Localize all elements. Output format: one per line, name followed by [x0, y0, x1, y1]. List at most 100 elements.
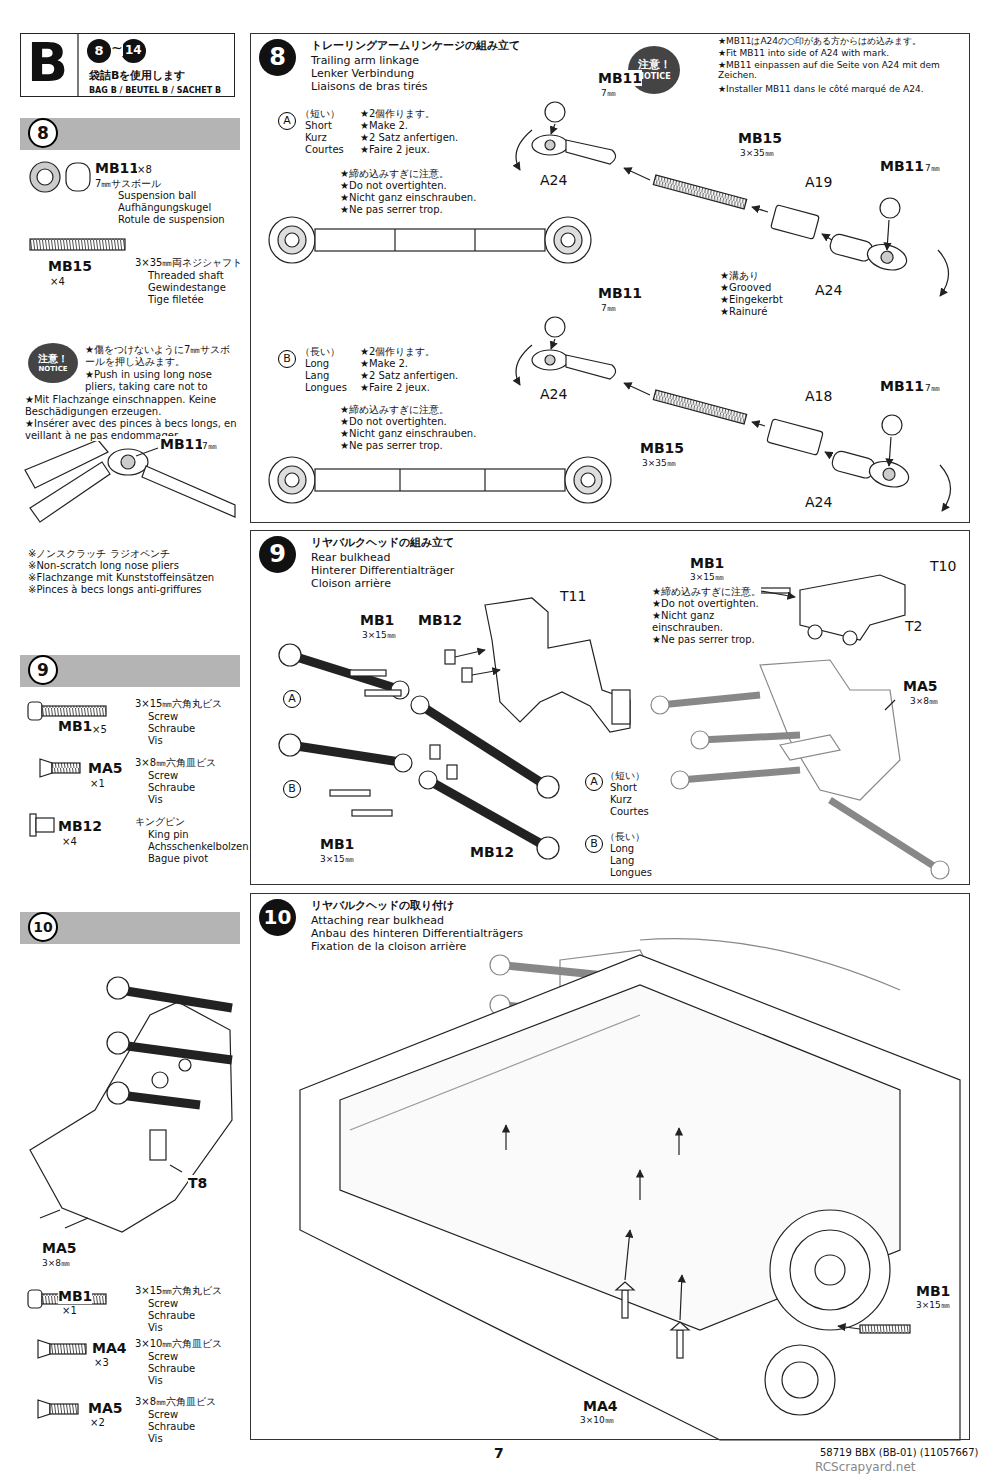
step-range-circle: 14 [121, 39, 146, 63]
label: ★MB11 einpassen auf die Seite von A24 mi… [718, 60, 968, 81]
label: ★Rainuré [720, 306, 767, 318]
label: Short [610, 782, 637, 794]
label: ★Nicht ganz einschrauben. [340, 428, 476, 440]
label: ※ノンスクラッチ ラジオペンチ [28, 548, 170, 560]
label: 7㎜ [202, 441, 217, 451]
label: King pin [148, 829, 189, 841]
label: Screw [148, 1351, 178, 1363]
node-text: 8 [269, 44, 286, 72]
bag-header: B袋詰Bを使用しますBAG B / BEUTEL B / SACHET B814 [20, 33, 235, 97]
label: T11 [560, 588, 586, 604]
label: 7㎜ [925, 383, 940, 393]
label: ★Installer MB11 dans le côté marqué de A… [718, 84, 968, 94]
part-code: MA5 [42, 1240, 77, 1256]
label: Suspension ball [118, 190, 196, 202]
circled-letter: B [278, 350, 296, 368]
label: Schraube [148, 723, 195, 735]
label: A18 [805, 388, 832, 404]
label: Screw [148, 711, 178, 723]
node-text: Attaching rear bulkhead [311, 915, 444, 928]
node-text: Rear bulkhead [311, 552, 391, 565]
label: ★Do not overtighten. [340, 180, 447, 192]
node-text: NOTICE [38, 365, 67, 373]
label: T10 [930, 558, 956, 574]
node-text: Cloison arrière [311, 578, 391, 591]
label: Screw [148, 1409, 178, 1421]
label: ×1 [90, 778, 105, 790]
label: ※Flachzange mit Kunststoffeinsätzen [28, 572, 214, 584]
label: ×5 [92, 724, 107, 736]
label: Short [305, 120, 332, 132]
node-text: 注意！ [638, 59, 671, 72]
label: Vis [148, 1375, 163, 1387]
label: Rotule de suspension [118, 214, 225, 226]
label: ★Faire 2 jeux. [360, 144, 430, 156]
notice-badge: 注意！NOTICE [28, 343, 78, 383]
label: Kurz [305, 132, 327, 144]
label: Screw [148, 1298, 178, 1310]
label: 7㎜サスボール [95, 178, 161, 190]
node-text: 14 [125, 44, 142, 58]
label: Schraube [148, 1363, 195, 1375]
node-text: Liaisons de bras tirés [311, 81, 428, 94]
label: ★締め込みすぎに注意。 [340, 404, 449, 416]
node-text: NOTICE [637, 72, 670, 81]
node-text: 袋詰Bを使用します [89, 70, 185, 83]
label: 58719 BBX (BB-01) (11057667) [820, 1447, 978, 1459]
label: Vis [148, 794, 163, 806]
part-code: MA4 [583, 1398, 618, 1414]
part-code: MB11 [880, 378, 924, 394]
label: ★Make 2. [360, 358, 408, 370]
node-text: リヤバルクヘッドの取り付け [311, 900, 454, 913]
label: ×4 [50, 276, 65, 288]
label: ★Insérer avec des pinces à becs longs, e… [25, 418, 240, 441]
step-number: 10 [259, 899, 296, 936]
node-text: Lenker Verbindung [311, 68, 414, 81]
label: ※Non-scratch long nose pliers [28, 560, 179, 572]
label: Longues [610, 867, 652, 879]
label: Vis [148, 1433, 163, 1445]
part-code: MA5 [88, 760, 123, 776]
label: ~ [111, 40, 123, 56]
circled-letter: B [283, 780, 301, 798]
label: ★Do not overtighten. [652, 598, 759, 610]
part-code: MA4 [92, 1340, 127, 1356]
node-text: トレーリングアームリンケージの組み立て [311, 40, 520, 53]
node-text: BAG B / BEUTEL B / SACHET B [89, 86, 221, 95]
label: 7㎜ [601, 88, 616, 98]
label: A24 [815, 282, 842, 298]
label: 7㎜ [925, 163, 940, 173]
part-code: MB1 [58, 1288, 92, 1304]
label: Kurz [610, 794, 632, 806]
label: Achsschenkelbolzen [148, 841, 249, 853]
part-code: MB11 [598, 70, 642, 86]
label: Schraube [148, 1310, 195, 1322]
part-code: MB11 [598, 285, 642, 301]
label: ×1 [62, 1305, 77, 1317]
label: ★Ne pas serrer trop. [340, 204, 443, 216]
label: ★締め込みすぎに注意。 [340, 168, 449, 180]
label: ★2個作ります。 [360, 108, 435, 120]
label: （長い） [300, 346, 340, 358]
label: Courtes [610, 806, 649, 818]
label: Courtes [305, 144, 344, 156]
part-code: MB15 [48, 258, 92, 274]
label: Vis [148, 1322, 163, 1334]
part-code: MB1 [916, 1283, 950, 1299]
label: ★2個作ります。 [360, 346, 435, 358]
label: ×4 [62, 836, 77, 848]
node-text: 9 [269, 541, 286, 569]
part-code: MB1 [360, 612, 394, 628]
node-text: Anbau des hinteren Differentialträgers [311, 928, 523, 941]
node-text: Trailing arm linkage [311, 55, 419, 68]
part-code: MB15 [738, 130, 782, 146]
label: Lang [610, 855, 634, 867]
label: 3×35㎜両ネジシャフト [135, 257, 242, 269]
label: ★Nicht ganz einschrauben. [340, 192, 476, 204]
label: A24 [805, 494, 832, 510]
part-code: MB12 [418, 612, 462, 628]
label: Threaded shaft [148, 270, 224, 282]
part-code: MB11 [95, 160, 139, 176]
part-code: MB12 [470, 844, 514, 860]
label: （短い） [605, 770, 645, 782]
